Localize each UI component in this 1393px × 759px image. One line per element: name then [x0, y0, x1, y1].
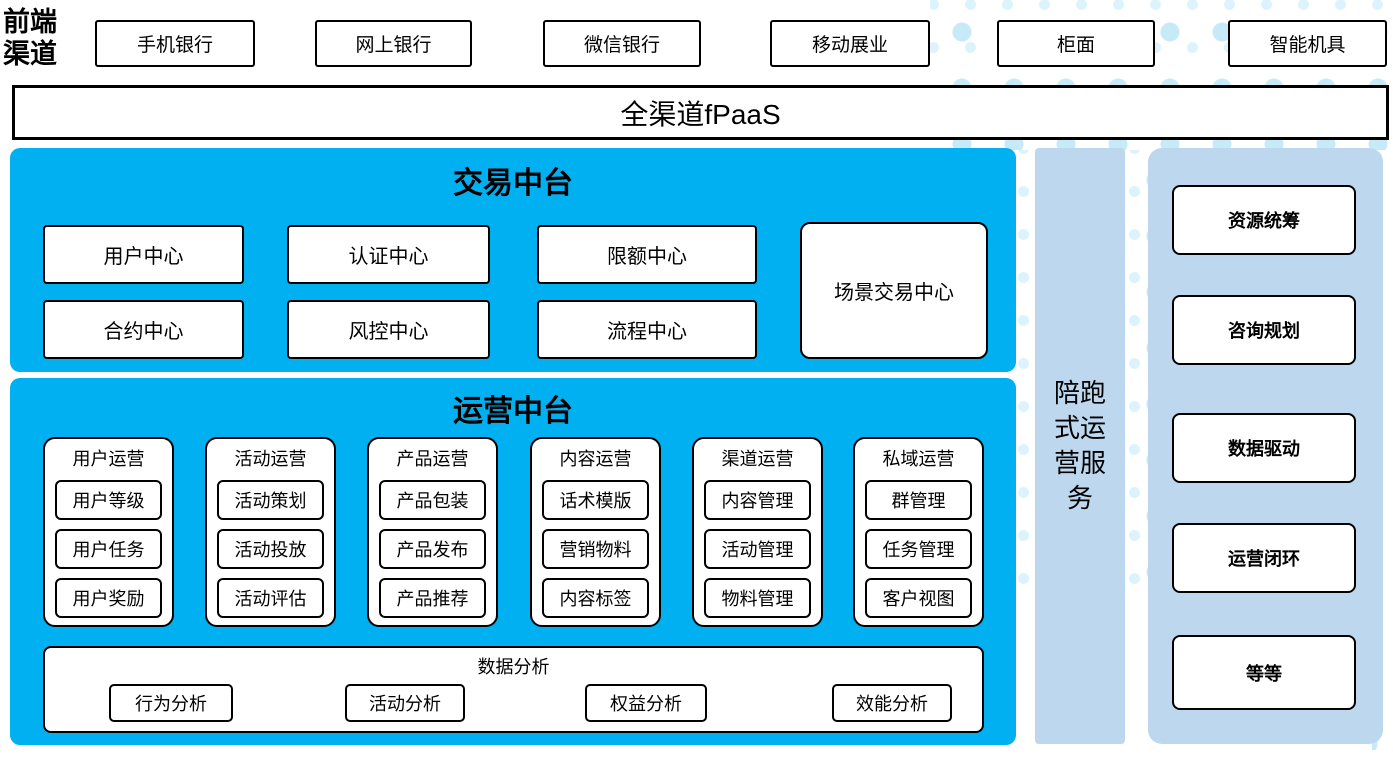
ops-item-content-mgmt: 内容管理	[704, 480, 811, 520]
ops-item-activity-launch: 活动投放	[217, 529, 324, 569]
accompanying-ops-service-label: 陪跑式运营服务	[1053, 378, 1106, 513]
ops-group-product-title: 产品运营	[396, 449, 469, 469]
ops-item-product-recommend: 产品推荐	[379, 578, 486, 618]
trade-platform-title: 交易中台	[453, 167, 573, 200]
service-box-consult-planning: 咨询规划	[1172, 295, 1356, 365]
ops-item-customer-view: 客户视图	[865, 578, 972, 618]
ops-group-channel-title: 渠道运营	[721, 449, 794, 469]
ops-item-task-mgmt: 任务管理	[865, 529, 972, 569]
channel-box-online-banking: 网上银行	[315, 20, 472, 67]
ops-group-user: 用户运营 用户等级 用户任务 用户奖励	[43, 437, 174, 627]
ops-group-private-domain-title: 私域运营	[882, 449, 955, 469]
analysis-item-behavior: 行为分析	[109, 684, 233, 722]
ops-item-product-package: 产品包装	[379, 480, 486, 520]
channel-box-smart-machines: 智能机具	[1228, 20, 1387, 67]
trade-box-limit-center: 限额中心	[537, 225, 757, 284]
service-box-resource-coordination: 资源统筹	[1172, 185, 1356, 255]
ops-group-user-title: 用户运营	[72, 449, 145, 469]
data-analysis-box: 数据分析 行为分析 活动分析 权益分析 效能分析	[43, 646, 984, 733]
ops-item-activity-mgmt: 活动管理	[704, 529, 811, 569]
analysis-item-benefit: 权益分析	[585, 684, 707, 722]
ops-item-activity-evaluate: 活动评估	[217, 578, 324, 618]
service-box-data-driven: 数据驱动	[1172, 413, 1356, 483]
data-analysis-title: 数据分析	[477, 657, 550, 677]
channel-box-wechat-banking: 微信银行	[543, 20, 701, 67]
ops-item-user-level: 用户等级	[55, 480, 162, 520]
front-channels-label: 前端渠道	[3, 7, 57, 69]
ops-group-content-title: 内容运营	[559, 449, 632, 469]
ops-item-material-mgmt: 物料管理	[704, 578, 811, 618]
ops-group-activity-title: 活动运营	[234, 449, 307, 469]
ops-group-channel: 渠道运营 内容管理 活动管理 物料管理	[692, 437, 823, 627]
channel-box-mobile-business: 移动展业	[770, 20, 930, 67]
trade-box-contract-center: 合约中心	[43, 300, 244, 359]
ops-group-activity: 活动运营 活动策划 活动投放 活动评估	[205, 437, 336, 627]
channel-box-counter: 柜面	[997, 20, 1155, 67]
channel-box-mobile-banking: 手机银行	[95, 20, 255, 67]
ops-item-content-tag: 内容标签	[542, 578, 649, 618]
analysis-item-efficiency: 效能分析	[832, 684, 952, 722]
ops-platform-panel: 运营中台 用户运营 用户等级 用户任务 用户奖励 活动运营 活动策划 活动投放 …	[10, 378, 1016, 745]
trade-platform-panel: 交易中台 用户中心 认证中心 限额中心 合约中心 风控中心 流程中心 场景交易中…	[10, 148, 1016, 372]
ops-item-product-release: 产品发布	[379, 529, 486, 569]
ops-item-marketing-material: 营销物料	[542, 529, 649, 569]
ops-group-private-domain: 私域运营 群管理 任务管理 客户视图	[853, 437, 984, 627]
ops-item-activity-plan: 活动策划	[217, 480, 324, 520]
trade-box-risk-center: 风控中心	[287, 300, 490, 359]
service-box-etc: 等等	[1172, 635, 1356, 710]
ops-item-user-reward: 用户奖励	[55, 578, 162, 618]
trade-box-process-center: 流程中心	[537, 300, 757, 359]
service-list-panel: 资源统筹 咨询规划 数据驱动 运营闭环 等等	[1148, 148, 1383, 744]
accompanying-ops-service-bar: 陪跑式运营服务	[1035, 148, 1125, 744]
analysis-item-activity: 活动分析	[345, 684, 465, 722]
service-box-ops-closed-loop: 运营闭环	[1172, 523, 1356, 593]
fpaas-bar: 全渠道fPaaS	[12, 85, 1389, 140]
ops-item-group-mgmt: 群管理	[865, 480, 972, 520]
trade-box-auth-center: 认证中心	[287, 225, 490, 284]
ops-item-script-template: 话术模版	[542, 480, 649, 520]
ops-platform-title: 运营中台	[453, 395, 573, 428]
ops-group-product: 产品运营 产品包装 产品发布 产品推荐	[367, 437, 498, 627]
trade-box-user-center: 用户中心	[43, 225, 244, 284]
ops-group-content: 内容运营 话术模版 营销物料 内容标签	[530, 437, 661, 627]
ops-item-user-task: 用户任务	[55, 529, 162, 569]
trade-box-scene-trade-center: 场景交易中心	[800, 222, 988, 359]
